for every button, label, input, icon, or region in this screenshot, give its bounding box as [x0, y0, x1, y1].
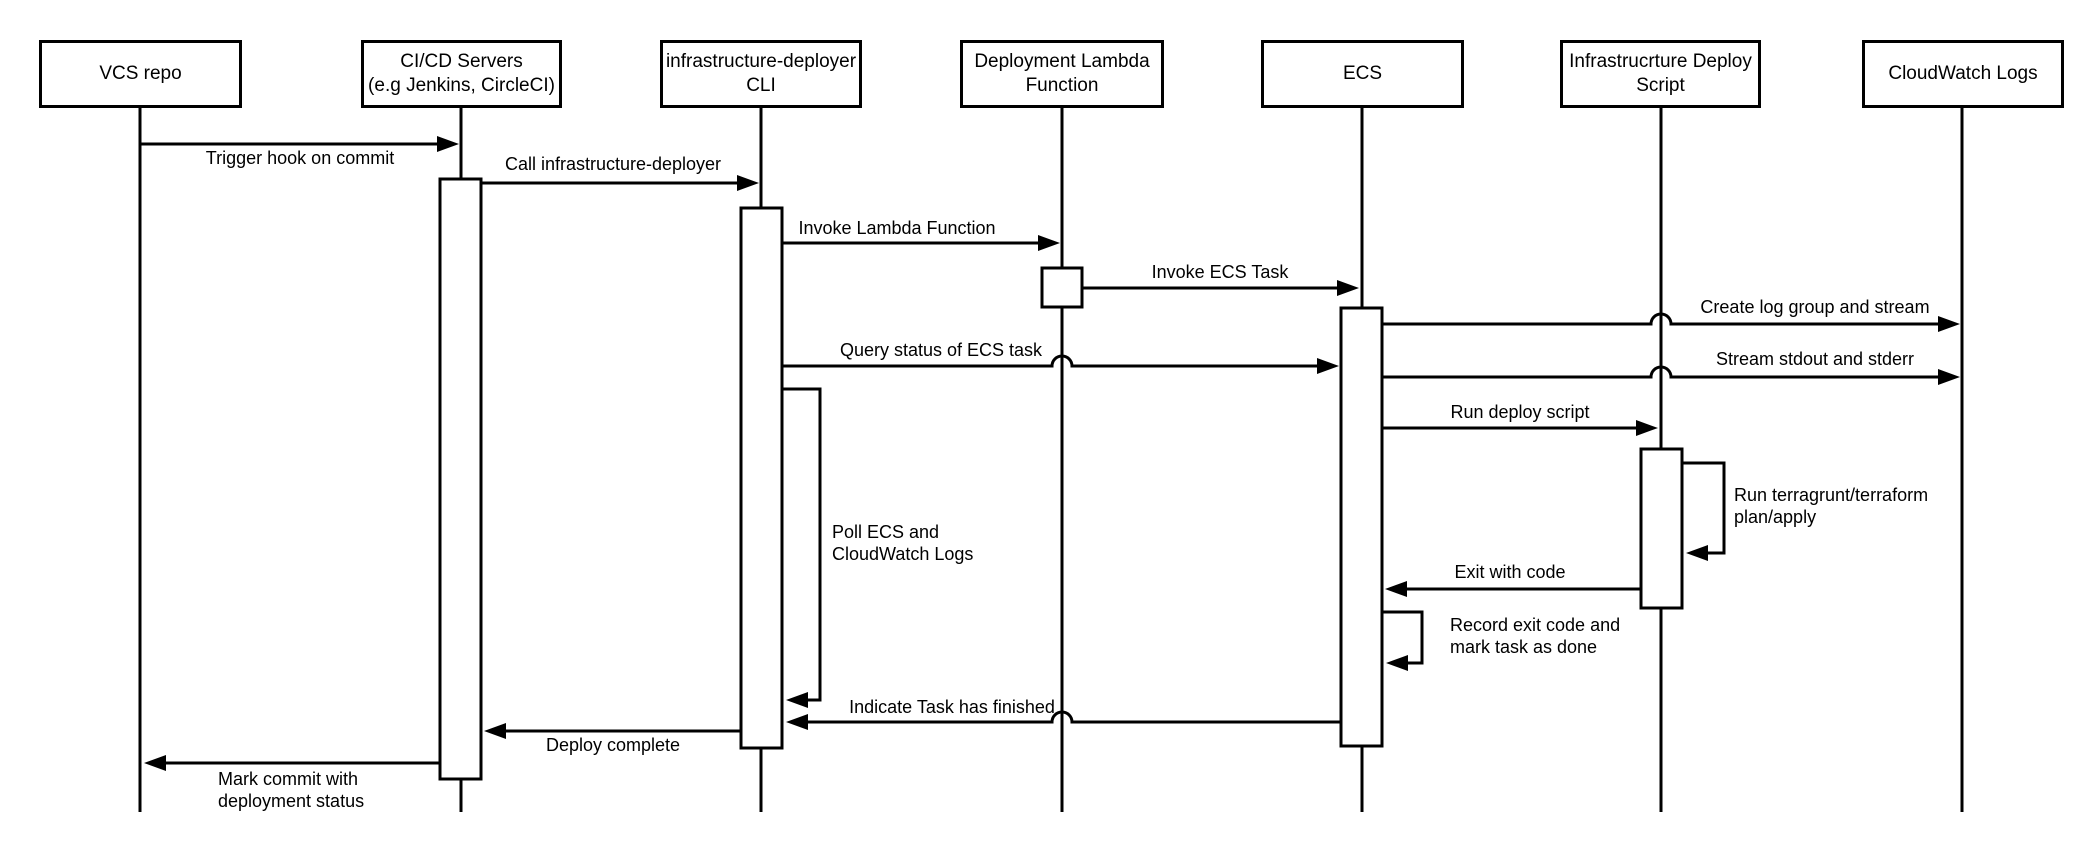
message-label-run-terragrunt-terraform: Run terragrunt/terraform plan/apply — [1734, 485, 1929, 527]
arrow-stream-stdout-and-stderr — [1382, 365, 1944, 379]
actor-label: infrastructure-deployer — [665, 51, 857, 72]
arrowhead-invoke-ecs-task — [1337, 280, 1359, 296]
self-loop-poll-ecs-and-cloudwatch-logs — [782, 387, 822, 702]
message-label-query-status-of-ecs-task: Query status of ECS task — [839, 340, 1043, 360]
actor-label: CI/CD Servers — [400, 51, 523, 72]
arrowhead-call-infrastructure-deployer — [737, 175, 759, 191]
activation-bar-infrastructure-deployer-cli — [739, 206, 784, 750]
actor-label: (e.g Jenkins, CircleCI) — [368, 75, 555, 96]
activation-bar-infrastructure-deploy-script — [1639, 447, 1684, 610]
self-loop-run-terragrunt-terraform — [1682, 461, 1726, 555]
arrowhead-record-exit-code — [1386, 655, 1408, 671]
actor-label: Function — [1025, 75, 1099, 96]
arrowhead-stream-stdout-and-stderr — [1938, 369, 1960, 385]
message-label-indicate-task-has-finished: Indicate Task has finished — [849, 697, 1055, 717]
message-label-trigger-hook-on-commit: Trigger hook on commit — [205, 148, 395, 168]
actor-label: CLI — [746, 75, 776, 96]
arrowhead-indicate-task-has-finished — [786, 714, 808, 730]
arrowhead-deploy-complete — [484, 723, 506, 739]
activation-bar-deployment-lambda-function — [1040, 266, 1084, 309]
arrowhead-run-deploy-script — [1636, 420, 1658, 436]
actor-label: Script — [1636, 75, 1685, 96]
arrow-indicate-task-has-finished — [790, 710, 1341, 724]
message-label-run-deploy-script: Run deploy script — [1450, 402, 1590, 422]
actor-deployment-lambda-function: Deployment Lambda Function — [960, 40, 1164, 108]
actor-label: ECS — [1342, 63, 1383, 84]
actor-label: VCS repo — [99, 63, 182, 84]
self-loop-record-exit-code — [1382, 610, 1424, 665]
message-label-create-log-group-and-stream: Create log group and stream — [1700, 297, 1930, 317]
actor-infrastructure-deployer-cli: infrastructure-deployer CLI — [660, 40, 862, 108]
message-label-stream-stdout-and-stderr: Stream stdout and stderr — [1715, 349, 1915, 369]
arrowhead-mark-commit-with-deployment-status — [144, 755, 166, 771]
activation-bar-cicd-servers — [438, 177, 483, 781]
message-label-invoke-ecs-task: Invoke ECS Task — [1151, 262, 1289, 282]
message-label-call-infrastructure-deployer: Call infrastructure-deployer — [504, 154, 722, 174]
arrowhead-invoke-lambda-function — [1038, 235, 1060, 251]
actor-cloudwatch-logs: CloudWatch Logs — [1862, 40, 2064, 108]
arrow-create-log-group-and-stream — [1382, 312, 1944, 326]
arrowhead-trigger-hook-on-commit — [437, 136, 459, 152]
arrowhead-poll-ecs-and-cloudwatch-logs — [786, 692, 808, 708]
arrowhead-create-log-group-and-stream — [1938, 316, 1960, 332]
message-label-record-exit-code: Record exit code and mark task as done — [1450, 615, 1621, 657]
arrow-query-status-of-ecs-task — [782, 354, 1323, 368]
actor-vcs-repo: VCS repo — [39, 40, 242, 108]
arrowhead-exit-with-code — [1385, 581, 1407, 597]
actor-infrastructure-deploy-script: Infrastrucrture Deploy Script — [1560, 40, 1761, 108]
message-label-mark-commit-with-deployment-status: Mark commit with deployment status — [218, 769, 365, 811]
message-label-invoke-lambda-function: Invoke Lambda Function — [798, 218, 996, 238]
activation-bar-ecs — [1339, 306, 1384, 748]
message-label-exit-with-code: Exit with code — [1454, 562, 1566, 582]
message-label-poll-ecs-and-cloudwatch-logs: Poll ECS and CloudWatch Logs — [832, 522, 974, 564]
arrowhead-query-status-of-ecs-task — [1317, 358, 1339, 374]
actor-label: CloudWatch Logs — [1888, 63, 2038, 84]
actor-label: Infrastrucrture Deploy — [1569, 51, 1752, 72]
message-label-deploy-complete: Deploy complete — [545, 735, 681, 755]
arrowhead-run-terragrunt-terraform — [1686, 545, 1708, 561]
actor-ecs: ECS — [1261, 40, 1464, 108]
actor-label: Deployment Lambda — [974, 51, 1150, 72]
actor-cicd-servers: CI/CD Servers (e.g Jenkins, CircleCI) — [361, 40, 562, 108]
